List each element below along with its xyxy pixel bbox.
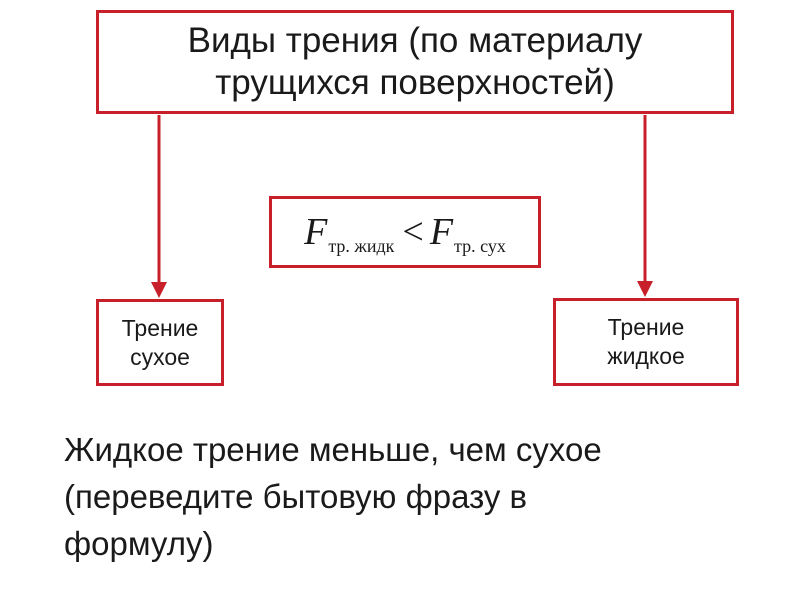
formula-left-var: F xyxy=(304,211,328,253)
formula-left-sub: тр. жидк xyxy=(328,236,395,256)
note-line-2: (переведите бытовую фразу в xyxy=(64,478,528,515)
friction-formula: F тр. жидк < F тр. сух xyxy=(304,210,506,256)
task-note: Жидкое трение меньше, чем сухое (перевед… xyxy=(64,426,764,567)
formula-relation: < xyxy=(402,211,424,253)
formula-box: F тр. жидк < F тр. сух xyxy=(269,196,541,268)
liquid-friction-line-2: жидкое xyxy=(607,343,685,369)
title-box: Виды трения (по материалу трущихся повер… xyxy=(96,10,734,114)
liquid-friction-line-1: Трение xyxy=(607,314,685,340)
note-line-1: Жидкое трение меньше, чем сухое xyxy=(64,431,602,468)
dry-friction-line-1: Трение xyxy=(121,314,199,341)
dry-friction-line-2: сухое xyxy=(130,343,190,370)
liquid-friction-label: Трение жидкое xyxy=(607,313,685,371)
liquid-friction-box: Трение жидкое xyxy=(553,298,739,386)
title-line-1: Виды трения (по материалу xyxy=(187,21,643,60)
dry-friction-label: Трение сухое xyxy=(122,314,199,372)
formula-right-sub: тр. сух xyxy=(454,236,506,256)
formula-right-var: F xyxy=(429,211,454,253)
title-text: Виды трения (по материалу трущихся повер… xyxy=(188,20,643,104)
arrowhead-liquid xyxy=(637,281,653,297)
note-line-3: формулу) xyxy=(64,525,214,562)
arrowhead-dry xyxy=(151,282,167,298)
dry-friction-box: Трение сухое xyxy=(96,299,224,386)
title-line-2: трущихся поверхностей) xyxy=(215,63,615,102)
